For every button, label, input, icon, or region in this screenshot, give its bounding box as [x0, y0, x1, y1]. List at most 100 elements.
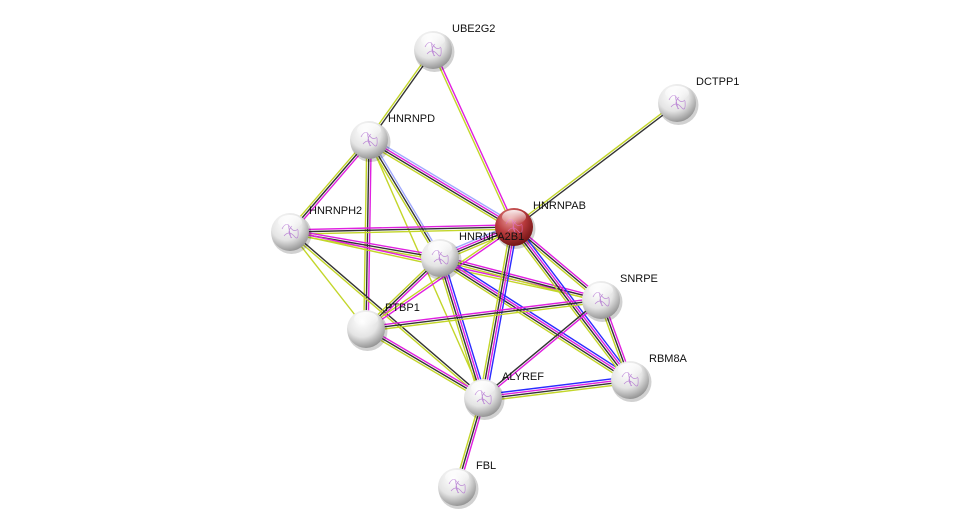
- edge-evidence-databases: [370, 136, 517, 225]
- node-snrpe[interactable]: SNRPE: [582, 273, 658, 322]
- edge-evidence-experiments: [365, 297, 601, 328]
- edge-evidence-coexpression: [290, 230, 485, 398]
- node-highlight: [354, 312, 378, 326]
- node-label: FBL: [476, 460, 496, 472]
- edge-evidence-coexpression: [438, 258, 483, 399]
- node-highlight: [502, 210, 526, 224]
- edge-evidence-experiments: [482, 378, 630, 398]
- edge-evidence-textmining: [287, 138, 368, 232]
- edge-evidence-textmining: [364, 330, 483, 401]
- edge-ube2g2-hnrnpab[interactable]: [431, 49, 516, 228]
- edge-evidence-coexpression: [439, 257, 602, 301]
- edge-alyref-rbm8a[interactable]: [482, 376, 631, 402]
- edge-evidence-cooccurrence: [442, 256, 487, 398]
- edge-evidence-coexpression: [365, 328, 484, 399]
- node-highlight: [357, 123, 381, 137]
- edge-evidence-textmining: [364, 225, 514, 329]
- node-fbl[interactable]: FBL: [438, 460, 496, 509]
- edge-evidence-experiments: [483, 300, 603, 400]
- edge-evidence-coexpression: [514, 103, 679, 229]
- node-label: HNRNPAB: [533, 200, 586, 212]
- edge-evidence-coexpression: [481, 298, 601, 398]
- edge-evidence-textmining: [366, 301, 602, 332]
- edge-hnrnph2-hnrnpab[interactable]: [289, 224, 515, 235]
- edge-evidence-textmining: [483, 382, 631, 402]
- node-hnrnpd[interactable]: HNRNPD: [350, 113, 435, 162]
- edge-evidence-experiments: [289, 224, 514, 231]
- edge-hnrnph2-ptbp1[interactable]: [289, 231, 367, 330]
- edge-evidence-experiments: [433, 49, 516, 227]
- edge-hnrnpa2b1-alyref[interactable]: [436, 256, 487, 400]
- edge-evidence-experiments: [514, 224, 603, 299]
- edges-layer: [287, 48, 679, 488]
- edge-evidence-experiments: [290, 229, 441, 257]
- edge-evidence-coexpression: [368, 140, 514, 229]
- node-ube2g2[interactable]: UBE2G2: [414, 23, 495, 72]
- node-hnrnph2[interactable]: HNRNPH2: [271, 205, 362, 254]
- edge-evidence-textmining: [512, 101, 677, 227]
- edge-evidence-cooccurrence: [482, 376, 630, 396]
- edge-evidence-textmining: [289, 231, 367, 330]
- edge-evidence-experiments: [440, 257, 485, 398]
- edge-evidence-experiments: [366, 326, 485, 397]
- edge-evidence-experiments: [291, 140, 372, 234]
- node-rbm8a[interactable]: RBM8A: [611, 353, 688, 402]
- node-label: HNRNPH2: [309, 205, 362, 217]
- node-highlight: [278, 215, 302, 229]
- node-label: ALYREF: [502, 371, 544, 383]
- edge-evidence-coexpression: [365, 299, 602, 330]
- edge-hnrnpa2b1-snrpe[interactable]: [439, 255, 602, 303]
- edge-evidence-coexpression: [365, 139, 370, 330]
- node-hnrnpa2b1[interactable]: HNRNPA2B1: [421, 231, 524, 280]
- node-dctpp1[interactable]: DCTPP1: [658, 76, 739, 125]
- node-label: HNRNPD: [388, 113, 435, 125]
- edge-evidence-textmining: [479, 226, 512, 398]
- node-hnrnpab[interactable]: HNRNPAB: [495, 200, 586, 249]
- edge-ptbp1-alyref[interactable]: [364, 326, 485, 401]
- edge-evidence-textmining: [290, 228, 515, 235]
- node-label: UBE2G2: [452, 23, 495, 35]
- node-alyref[interactable]: ALYREF: [464, 371, 544, 420]
- edge-hnrnpd-hnrnpab[interactable]: [366, 136, 517, 231]
- edge-evidence-experiments: [369, 138, 515, 227]
- edge-evidence-cooccurrence: [441, 254, 633, 378]
- node-highlight: [618, 363, 642, 377]
- edge-hnrnpa2b1-rbm8a[interactable]: [437, 254, 633, 384]
- edge-evidence-cooccurrence: [485, 227, 518, 399]
- edge-evidence-textmining: [512, 228, 601, 303]
- edge-evidence-coexpression: [289, 226, 515, 233]
- edge-ptbp1-snrpe[interactable]: [365, 297, 602, 332]
- edge-evidence-coexpression: [483, 380, 631, 400]
- edge-evidence-coexpression: [439, 258, 630, 382]
- edge-evidence-coexpression: [368, 139, 441, 259]
- edge-evidence-experiments: [366, 227, 516, 331]
- edge-evidence-textmining: [431, 50, 514, 228]
- node-highlight: [428, 241, 452, 255]
- edge-evidence-textmining: [366, 142, 513, 231]
- node-label: SNRPE: [620, 273, 658, 285]
- node-highlight: [445, 470, 469, 484]
- node-highlight: [471, 381, 495, 395]
- edge-evidence-textmining: [288, 232, 483, 400]
- edge-evidence-databases: [370, 138, 443, 258]
- edge-evidence-textmining: [437, 260, 629, 384]
- edge-evidence-experiments: [440, 256, 631, 380]
- node-label: HNRNPA2B1: [459, 231, 524, 243]
- edge-hnrnpab-ptbp1[interactable]: [364, 225, 516, 331]
- node-label: DCTPP1: [696, 76, 739, 88]
- node-highlight: [421, 33, 445, 47]
- edge-snrpe-alyref[interactable]: [481, 298, 603, 400]
- edge-hnrnph2-alyref[interactable]: [288, 230, 485, 400]
- edge-evidence-coexpression: [289, 139, 370, 233]
- node-label: RBM8A: [649, 353, 688, 365]
- node-ptbp1[interactable]: PTBP1: [347, 302, 420, 351]
- edge-evidence-experiments: [440, 255, 602, 299]
- edge-evidence-textmining: [439, 259, 601, 303]
- node-highlight: [665, 86, 689, 100]
- edge-evidence-textmining: [436, 258, 481, 400]
- node-label: PTBP1: [385, 302, 420, 314]
- edge-hnrnpd-hnrnph2[interactable]: [287, 138, 372, 234]
- edge-dctpp1-hnrnpab[interactable]: [512, 101, 679, 229]
